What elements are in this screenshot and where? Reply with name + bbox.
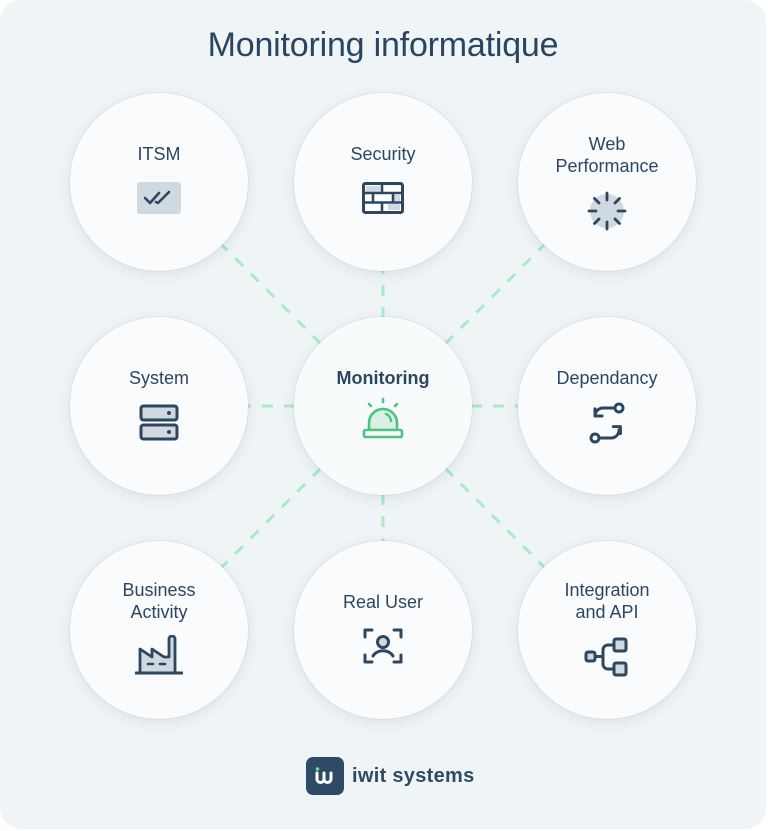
- node-monitoring-center: Monitoring: [294, 317, 472, 495]
- node-label-line: Integration: [564, 580, 650, 600]
- alarm-siren-icon: [362, 397, 404, 439]
- factory-icon: [135, 635, 183, 675]
- node-label: Real User: [342, 592, 424, 612]
- brand-logo: iwit systems: [306, 757, 475, 795]
- node-label: Integration and API: [518, 579, 696, 623]
- double-check-icon: [137, 182, 181, 214]
- hierarchy-tree-icon: [584, 637, 628, 677]
- node-label: Security: [350, 144, 416, 164]
- node-label: Monitoring: [336, 368, 430, 388]
- node-system: System: [70, 317, 248, 495]
- node-label: Business Activity: [70, 579, 248, 623]
- node-itsm: ITSM: [70, 93, 248, 271]
- firewall-brick-icon: [362, 182, 404, 214]
- node-label-line: Performance: [555, 156, 659, 176]
- node-label: ITSM: [137, 144, 181, 164]
- node-label: System: [128, 368, 189, 388]
- node-web-performance: Web Performance: [518, 93, 696, 271]
- page-title: Monitoring informatique: [207, 26, 559, 64]
- node-real-user: Real User: [294, 541, 472, 719]
- swap-arrows-icon: [589, 402, 625, 444]
- loading-spinner-icon: [587, 191, 627, 231]
- node-business-activity: Business Activity: [70, 541, 248, 719]
- brand-name: iwit systems: [352, 764, 475, 787]
- node-security: Security: [294, 93, 472, 271]
- server-stack-icon: [139, 404, 179, 441]
- node-label-line: Business: [122, 580, 196, 600]
- node-label-line: and API: [575, 602, 639, 622]
- user-focus-icon: [363, 628, 403, 664]
- node-label-line: Activity: [130, 602, 188, 622]
- node-label: Dependancy: [556, 368, 658, 388]
- node-label: Web Performance: [518, 133, 696, 177]
- node-label-line: Web: [588, 134, 626, 154]
- node-dependancy: Dependancy: [518, 317, 696, 495]
- node-integration-api: Integration and API: [518, 541, 696, 719]
- iwit-logo-icon: [306, 757, 344, 795]
